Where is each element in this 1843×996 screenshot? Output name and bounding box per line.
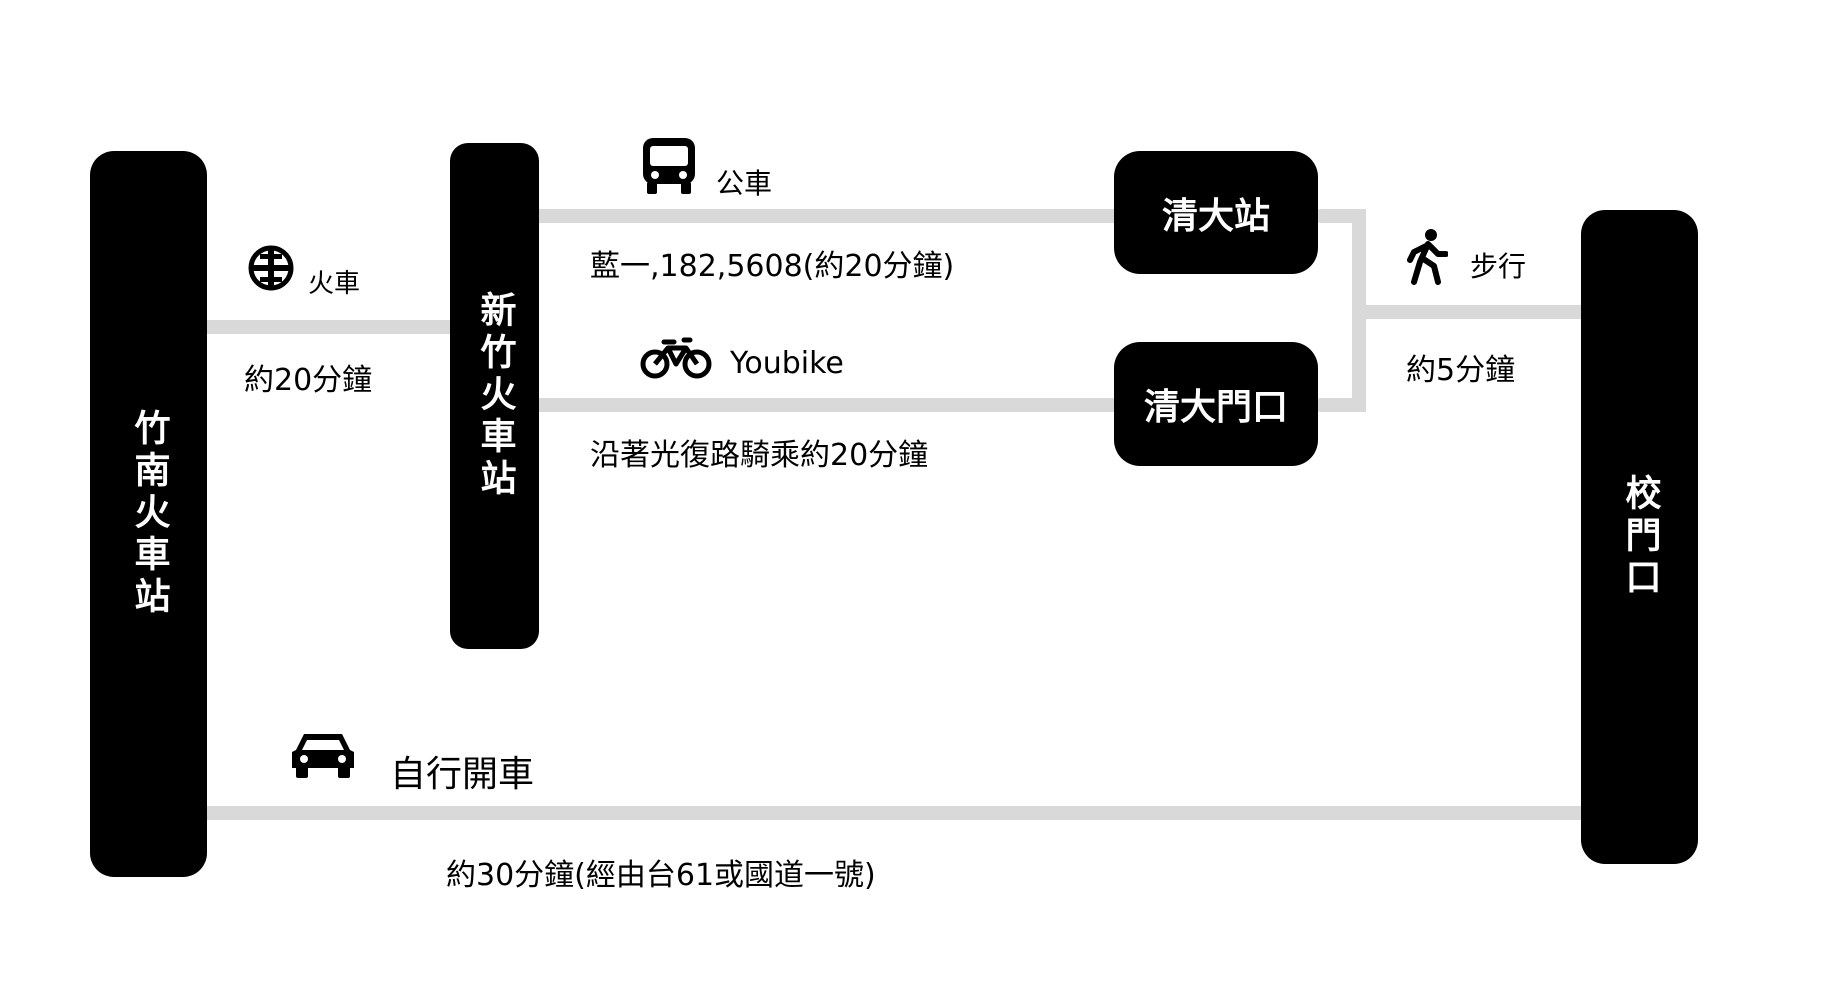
node-nthu-gate: 清大門口 [1114,342,1318,466]
walk-time-label: 約5分鐘 [1406,353,1516,388]
walk-connector-top [1314,209,1358,223]
walk-connector-bottom [1314,398,1358,412]
train-icon [248,245,294,291]
train-time-label: 約20分鐘 [244,363,373,398]
bus-info-label: 藍一,182,5608(約20分鐘) [590,249,955,284]
car-connector [188,806,1604,820]
car-info-label: 約30分鐘(經由台61或國道一號) [446,858,876,893]
node-zhunan-station: 竹南火車站 [90,151,207,877]
node-nthu-station: 清大站 [1114,151,1318,274]
walk-mode-label: 步行 [1470,250,1527,283]
node-school-gate: 校門口 [1581,210,1698,864]
bus-icon [643,138,695,194]
node-nthu-gate-label: 清大門口 [1143,387,1288,428]
youbike-info-label: 沿著光復路騎乘約20分鐘 [590,438,929,473]
node-hsinchu-label: 新竹火車站 [474,291,516,501]
car-mode-label: 自行開車 [390,754,535,795]
youbike-connector [528,398,1130,412]
bicycle-icon [640,337,712,379]
walking-icon [1407,229,1448,285]
node-zhunan-label: 竹南火車站 [128,409,170,619]
node-nthu-station-label: 清大站 [1161,195,1270,237]
bus-mode-label: 公車 [716,167,773,200]
train-mode-label: 火車 [308,269,361,299]
node-school-gate-label: 校門口 [1619,474,1661,600]
train-connector [195,320,461,334]
node-hsinchu-station: 新竹火車站 [450,143,539,649]
youbike-mode-label: Youbike [730,346,844,381]
car-icon [292,734,354,778]
walk-connector [1352,305,1604,319]
bus-connector [528,209,1130,223]
